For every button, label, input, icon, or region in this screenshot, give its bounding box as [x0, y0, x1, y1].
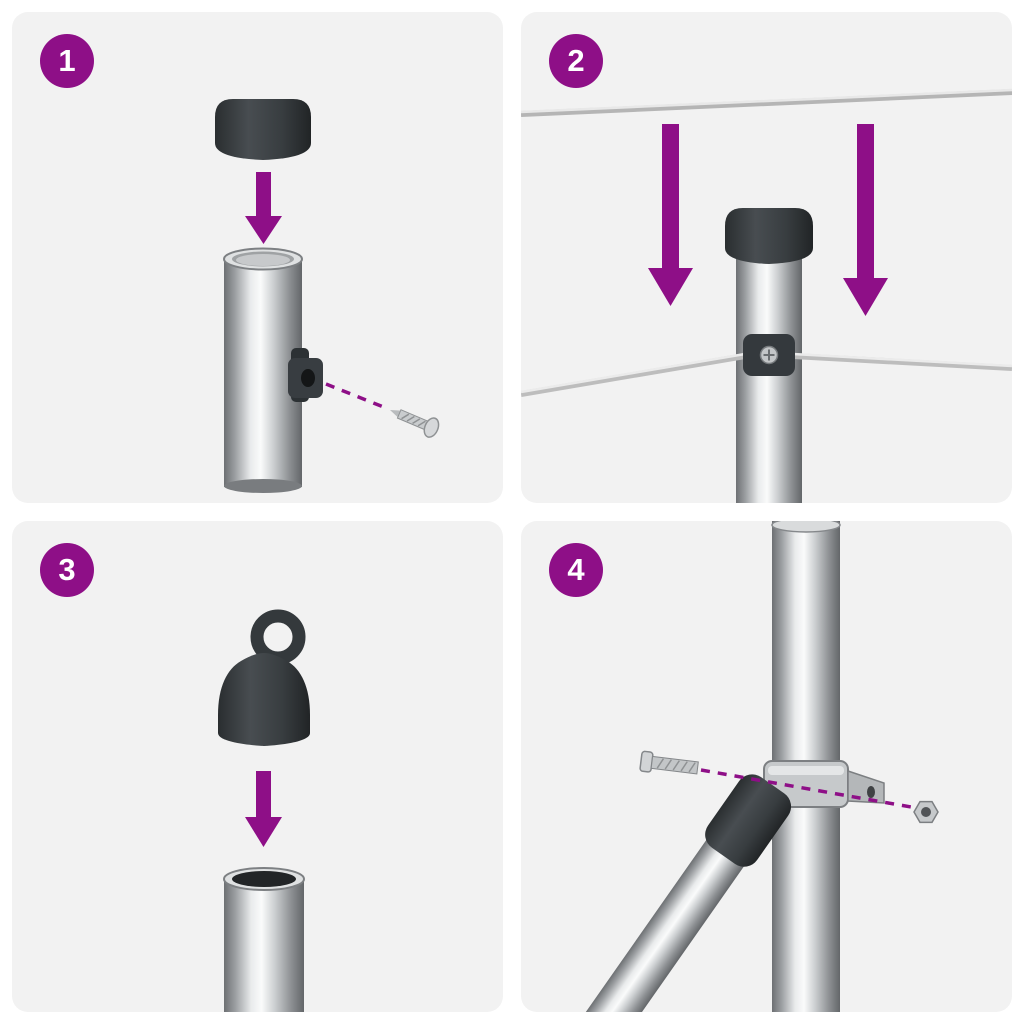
down-arrow-left	[648, 124, 693, 306]
step-number-badge-1: 1	[40, 34, 94, 88]
step-number-4: 4	[567, 552, 585, 587]
eyelet-ring	[250, 609, 306, 665]
step-panel-3: 3	[12, 521, 503, 1012]
illustration-step-1	[215, 99, 440, 493]
step-number-1: 1	[58, 43, 76, 78]
down-arrow-right	[843, 124, 888, 316]
alignment-dashed-line	[325, 382, 387, 410]
step-number-3: 3	[58, 552, 76, 587]
down-arrow	[245, 771, 282, 847]
nut	[913, 800, 939, 824]
illustration-step-3	[218, 609, 310, 1012]
step-number-badge-2: 2	[549, 34, 603, 88]
eyelet-cap	[218, 609, 310, 746]
step-panel-1: 1	[12, 12, 503, 503]
metal-post-open	[223, 867, 305, 1012]
screw-clamp	[288, 348, 323, 402]
step-panel-2: 2	[521, 12, 1012, 503]
wire-clamp	[743, 334, 795, 376]
tension-wire	[521, 352, 1012, 397]
bolt	[639, 750, 699, 775]
top-wire	[521, 88, 1012, 117]
brace-connector	[705, 774, 792, 867]
alignment-dashed-line	[700, 768, 912, 809]
step-number-2: 2	[567, 43, 585, 78]
post-cap	[215, 99, 311, 160]
screw	[390, 409, 440, 438]
illustration-step-2	[521, 88, 1012, 503]
illustration-step-4	[585, 521, 939, 1012]
step-number-badge-3: 3	[40, 543, 94, 597]
down-arrow	[245, 172, 282, 244]
step-panel-4: 4	[521, 521, 1012, 1012]
post-cap	[725, 208, 813, 264]
step-number-badge-4: 4	[549, 543, 603, 597]
metal-post	[736, 258, 802, 503]
